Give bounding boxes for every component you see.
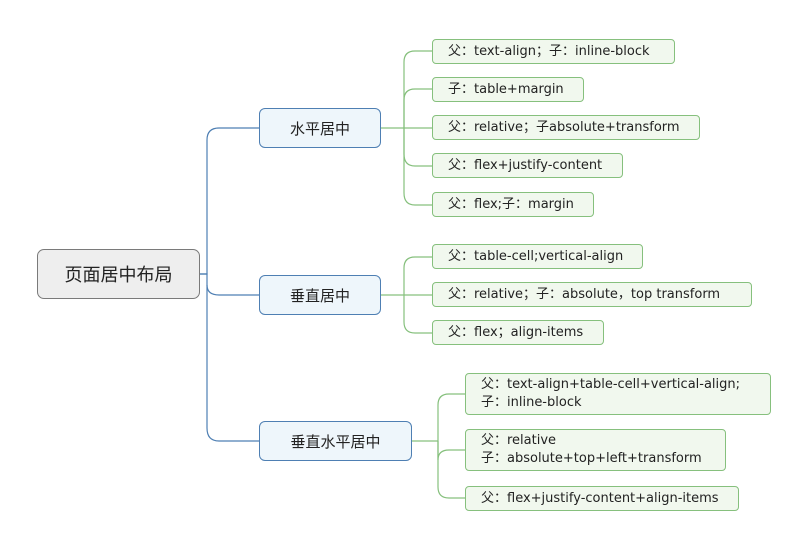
- branch-label: 垂直水平居中: [290, 432, 381, 451]
- link-root-branch-2: [200, 273, 259, 296]
- leaf-text: 父：flex+justify-content: [448, 157, 603, 173]
- leaf-text: 父：flex+justify-content+align-items: [481, 490, 719, 506]
- leaf-node: 父：text-align+table-cell+vertical-align; …: [465, 373, 771, 415]
- leaf-node: 父：relative；子absolute+transform: [432, 115, 700, 140]
- leaf-text: 父：relative；子absolute+transform: [448, 119, 680, 135]
- leaf-text-line-1: 父：text-align+table-cell+vertical-align;: [481, 377, 741, 392]
- leaf-text: 父：table-cell;vertical-align: [448, 248, 624, 264]
- branch-label: 垂直居中: [289, 286, 350, 305]
- leaf-text-line-2: 子：absolute+top+left+transform: [481, 451, 702, 466]
- leaf-text: 父：text-align；子：inline-block: [448, 43, 650, 59]
- leaf-text: 父：relative；子：absolute，top transform: [448, 286, 721, 302]
- root-node: 页面居中布局: [37, 249, 200, 299]
- root-label: 页面居中布局: [64, 265, 173, 286]
- link-root-branch-3: [206, 285, 259, 442]
- link-root-branch-1: [200, 127, 259, 275]
- leaf-node: 父：table-cell;vertical-align: [432, 244, 643, 269]
- leaf-node: 父：flex+justify-content: [432, 153, 623, 178]
- branch-label: 水平居中: [289, 119, 350, 138]
- branch-vertical-center: 垂直居中: [259, 275, 381, 315]
- leaf-text: 子：table+margin: [448, 81, 564, 97]
- leaf-node: 父：text-align；子：inline-block: [432, 39, 675, 64]
- leaf-node: 父：flex;子：margin: [432, 192, 594, 217]
- leaf-node: 子：table+margin: [432, 77, 584, 102]
- leaf-node: 父：flex+justify-content+align-items: [465, 486, 739, 511]
- leaf-text: 父：flex;子：margin: [448, 196, 574, 212]
- leaf-node: 父：relative 子：absolute+top+left+transform: [465, 429, 726, 471]
- leaf-text-line-1: 父：relative: [481, 433, 557, 448]
- leaf-text: 父：flex；align-items: [448, 324, 584, 340]
- branch-both-center: 垂直水平居中: [259, 421, 412, 461]
- leaf-node: 父：relative；子：absolute，top transform: [432, 282, 752, 307]
- leaf-text-line-2: 子：inline-block: [481, 395, 582, 410]
- branch-horizontal-center: 水平居中: [259, 108, 381, 148]
- leaf-node: 父：flex；align-items: [432, 320, 604, 345]
